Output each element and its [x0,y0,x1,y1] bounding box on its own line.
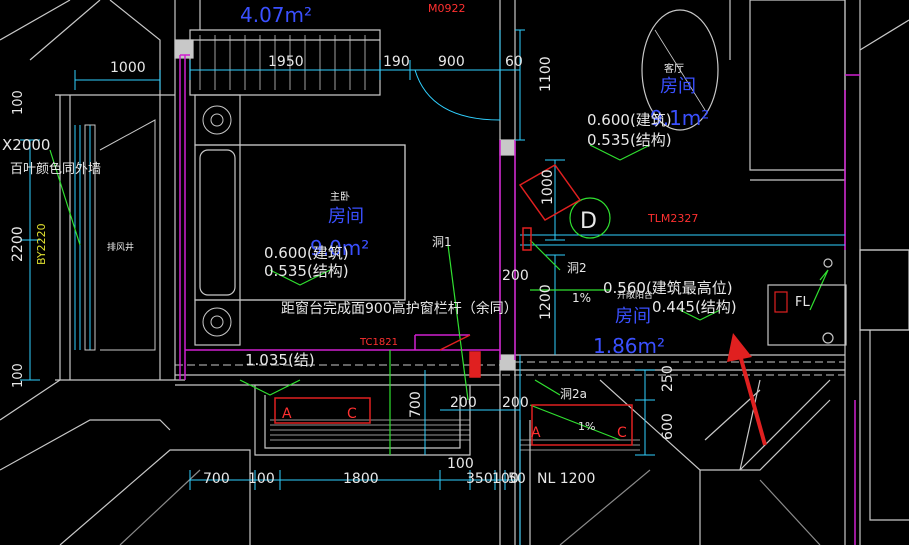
master-bedroom-name: 房间 [328,206,364,227]
dim-200-c: 200 [502,395,529,411]
dim-1100: 1100 [538,56,554,92]
fl-label: FL [795,295,810,310]
dim-x2000: X2000 [2,136,50,154]
dim-50: 50 [508,471,526,487]
elev-arch-1: 0.600(建筑) [587,111,672,129]
hole-2a-label: 洞2a [560,387,587,401]
red-elements [274,164,633,446]
label-a1: A [282,406,292,422]
dim-1950: 1950 [268,54,304,70]
dim-190: 190 [383,54,410,70]
louver-window [84,119,156,351]
dim-100-low: 100 [447,456,474,472]
dim-700-b: 700 [203,471,230,487]
floor-drain-box [767,284,847,346]
label-c2: C [617,425,627,441]
slope-1pct-b: 1% [578,420,595,433]
balcony-area: 1.86m² [593,334,665,358]
living-room-small-label: 客厅 [664,62,684,75]
dim-600: 600 [660,413,676,440]
dim-900: 900 [438,54,465,70]
master-bedroom-small-label: 主卧 [330,190,350,203]
railing-note: 距窗台完成面900高护窗栏杆（余同） [281,300,518,317]
slope-1pct-a: 1% [572,291,591,305]
hole-2-label: 洞2 [567,261,587,275]
dim-2200: 2200 [10,226,26,262]
dim-350: 350 [466,471,493,487]
elev-struct-2: 0.535(结构) [264,262,349,280]
dim-1000-mid: 1000 [540,169,556,205]
struct-1035: 1.035(结) [245,351,315,369]
living-room-area: 9.1m² [650,106,709,130]
door-swing-arc [414,69,501,121]
louver-note: 百叶颜色同外墙 [10,161,101,177]
dim-250: 250 [660,365,676,392]
elev-struct-1: 0.535(结构) [587,131,672,149]
dim-200-a: 200 [502,268,529,284]
bedside-lamps [202,105,232,337]
green-lines [49,144,834,455]
dim-200-b: 200 [450,395,477,411]
window-dashes [175,361,845,376]
dim-100-c: 100 [492,471,519,487]
nl1200-label: NL 1200 [537,471,595,487]
red-arrow-icon [727,333,767,446]
area-top-label: 4.07m² [240,3,312,27]
tc1821-label: TC1821 [359,337,398,348]
magenta-lines [179,54,860,545]
exhaust-shaft-label: 排风井 [107,241,134,253]
dim-1200: 1200 [538,284,554,320]
dim-100-b: 100 [248,471,275,487]
elev-arch-2: 0.600(建筑) [264,244,349,262]
round-table [641,9,719,131]
dim-1000-top: 1000 [110,60,146,76]
dim-700-v: 700 [408,391,424,418]
label-a2: A [531,425,541,441]
balcony-small-label: 开敞阳台 [617,289,653,301]
dim-1800: 1800 [343,471,379,487]
axis-d-label: D [580,209,597,234]
dim-100-left-bottom: 100 [11,363,26,388]
tlm2327-label: TLM2327 [647,212,698,225]
door-m0922-label: M0922 [428,2,466,15]
dim-100-left-top: 100 [11,90,26,115]
elev-struct-3: 0.445(结构) [652,298,737,316]
dim-60: 60 [505,54,523,70]
wardrobe-hatch [199,35,366,90]
by2220-label: BY2220 [35,223,48,265]
master-bedroom-area: 9.0m² [310,236,369,260]
balcony-name: 房间 [615,306,651,327]
cyan-lines [20,29,845,545]
hole-1-label: 洞1 [432,235,452,249]
label-c1: C [347,406,357,422]
elev-top: 0.560(建筑最高位) [603,279,733,297]
living-room-name: 房间 [660,76,696,97]
